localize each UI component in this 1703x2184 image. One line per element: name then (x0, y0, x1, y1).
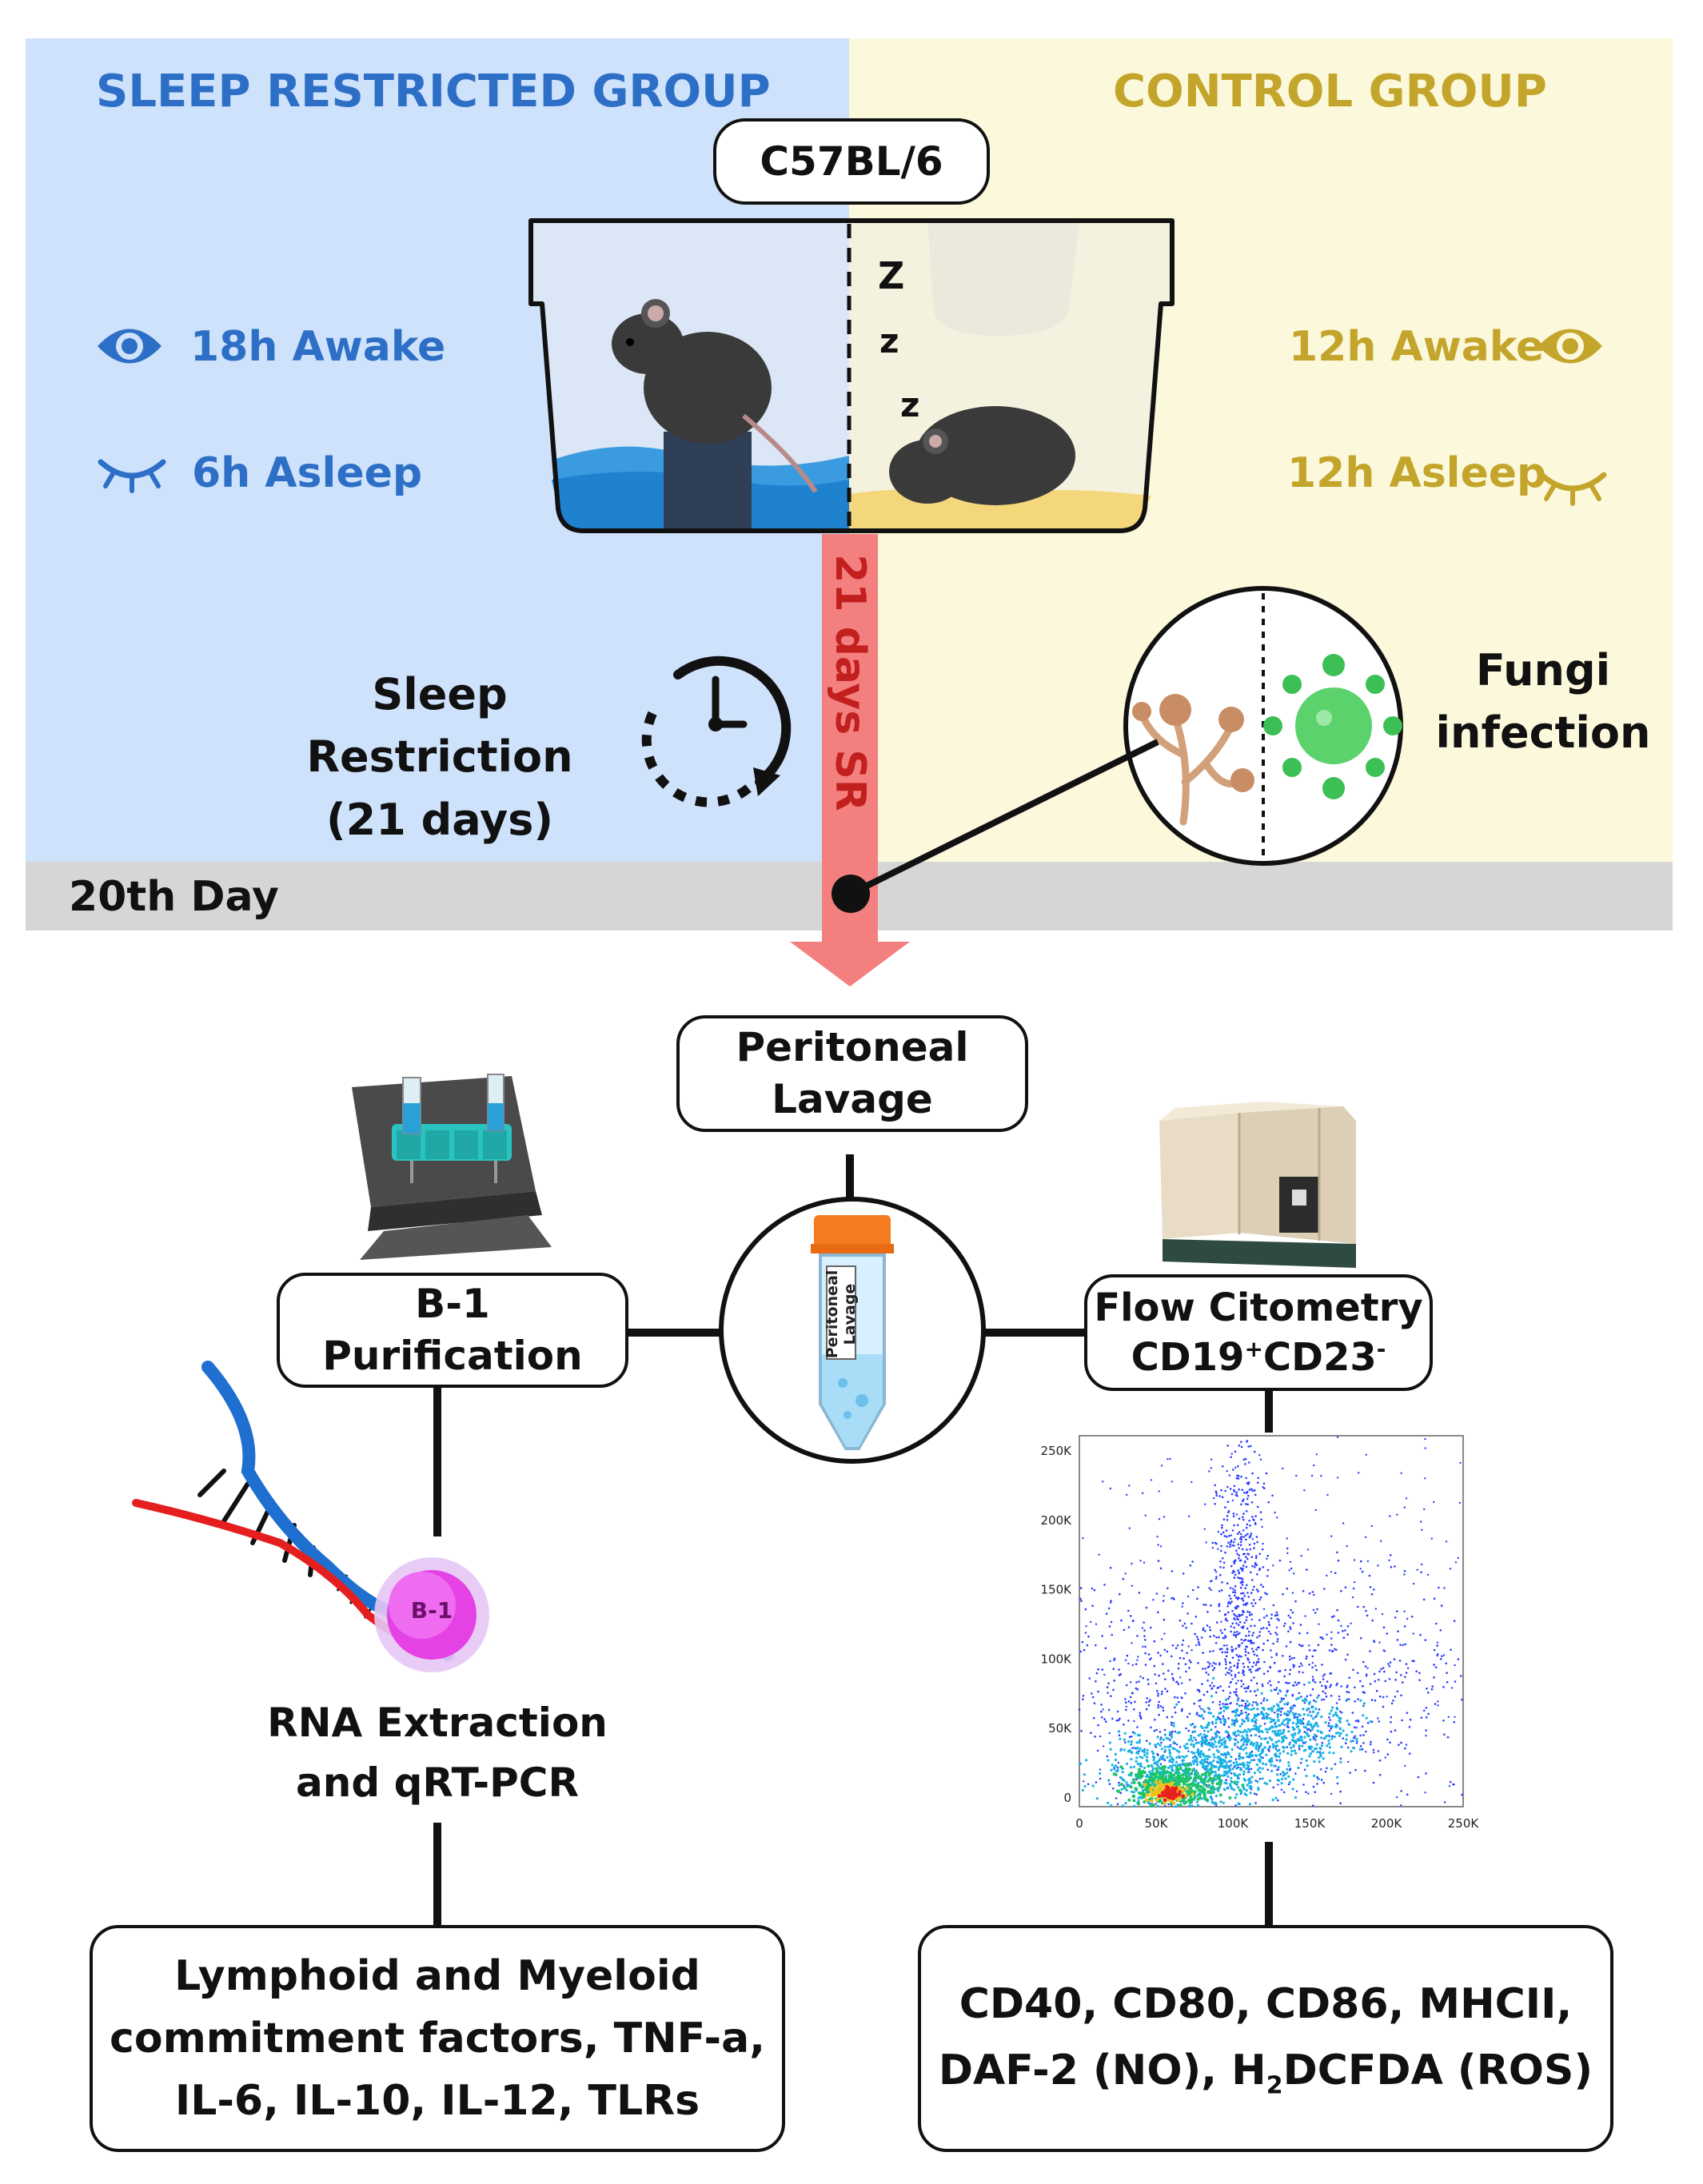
b1-box-line-1: B-1 (415, 1281, 490, 1327)
plot-y-tick: 150K (1041, 1583, 1073, 1597)
right-result-line-2a: DAF-2 (NO), H (938, 2047, 1266, 2095)
right-vertical-1 (1265, 1389, 1273, 1433)
flow-cytometer-icon (1159, 1102, 1356, 1268)
eye-closed-icon (98, 459, 166, 493)
arrow-down-icon (790, 942, 910, 986)
left-result-line-1: Lymphoid and Myeloid (174, 1952, 700, 2000)
right-vertical-2 (1265, 1842, 1273, 1928)
restriction-line-2: (21 days) (325, 794, 554, 845)
right-result-line-2b: DCFDA (ROS) (1282, 2047, 1593, 2095)
rna-line-2: and qRT-PCR (296, 1760, 579, 1806)
marker-cd23: CD23 (1262, 1335, 1377, 1380)
marker-cd23-sign: - (1376, 1336, 1386, 1362)
left-vertical-2 (433, 1823, 441, 1928)
eye-closed-icon (1538, 472, 1607, 506)
plot-x-tick: 50K (1145, 1816, 1169, 1831)
control-asleep-label: 12h Asleep (1287, 449, 1547, 497)
tube-label-line-2: Lavage (841, 1283, 859, 1345)
flow-cytometry-plot: 250K 200K 150K 100K 50K 00 50K 100K 150K 200K 250K (1041, 1435, 1479, 1831)
tube-label: Peritoneal Lavage (824, 1262, 859, 1366)
lavage-line-1: Peritoneal (736, 1024, 969, 1070)
mouse-cage-illustration (528, 218, 1175, 533)
left-vertical-1 (433, 1386, 441, 1536)
rna-extraction-label: RNA Extraction and qRT-PCR (245, 1693, 629, 1813)
plot-x-tick: 150K (1294, 1816, 1326, 1831)
sleep-z-1: Z (878, 254, 905, 297)
rna-line-1: RNA Extraction (267, 1700, 608, 1746)
flow-citometry-box: Flow Citometry CD19+CD23- (1084, 1274, 1433, 1391)
right-result-line-1: CD40, CD80, CD86, MHCII, (959, 1980, 1573, 2029)
plot-x-tick: 200K (1371, 1816, 1403, 1831)
right-result-subscript: 2 (1266, 2071, 1283, 2100)
tube-label-line-1: Peritoneal (824, 1269, 842, 1359)
right-connector (985, 1329, 1087, 1337)
fungi-infection-icon (1123, 586, 1403, 866)
day-label: 20th Day (69, 873, 279, 921)
right-result-line-2: DAF-2 (NO), H2DCFDA (ROS) (939, 2038, 1593, 2105)
purification-device-icon (352, 1074, 552, 1260)
clock-icon (641, 656, 792, 807)
left-results-box: Lymphoid and Myeloid commitment factors,… (90, 1925, 785, 2152)
infection-connector (832, 739, 1159, 913)
dna-cell-illustration (132, 1361, 489, 1672)
plot-x-tick: 250K (1448, 1816, 1480, 1831)
plot-area (1079, 1435, 1464, 1807)
flow-box-line-2: CD19+CD23- (1131, 1333, 1386, 1382)
left-connector (627, 1329, 720, 1337)
sleep-z-3: z (900, 385, 920, 424)
plot-y-tick: 50K (1048, 1721, 1072, 1736)
plot-y-tick: 250K (1041, 1444, 1073, 1458)
control-awake-label: 12h Awake (1289, 323, 1545, 371)
fungi-line-2: infection (1435, 707, 1651, 759)
restriction-label: Sleep Restriction (21 days) (240, 664, 640, 851)
restriction-line-1: Sleep Restriction (306, 669, 573, 783)
restricted-awake-label: 18h Awake (190, 323, 446, 371)
flow-box-line-1: Flow Citometry (1094, 1285, 1423, 1330)
left-result-line-2: commitment factors, TNF-a, (110, 2015, 765, 2062)
plot-x-tick: 0 (1075, 1816, 1083, 1831)
eye-open-icon (98, 329, 162, 364)
strain-label: C57BL/6 (713, 118, 990, 205)
marker-cd19-sign: + (1244, 1336, 1263, 1362)
fungi-line-1: Fungi (1475, 645, 1611, 695)
peritoneal-lavage-box: Peritoneal Lavage (676, 1015, 1028, 1132)
b1-purification-box: B-1 Purification (277, 1273, 628, 1388)
sleep-restricted-title: SLEEP RESTRICTED GROUP (96, 66, 771, 118)
left-result-line-3: IL-6, IL-10, IL-12, TLRs (174, 2077, 700, 2125)
lavage-connector (846, 1154, 854, 1202)
b1-cell-label: B-1 (410, 1597, 453, 1624)
fungi-label: Fungi infection (1431, 640, 1655, 765)
lavage-line-2: Lavage (772, 1076, 933, 1122)
plot-x-tick: 100K (1218, 1816, 1250, 1831)
plot-y-tick: 100K (1041, 1652, 1073, 1666)
plot-y-tick: 200K (1041, 1513, 1073, 1528)
lavage-tube-icon (719, 1197, 986, 1464)
eye-open-icon (1538, 329, 1602, 364)
marker-cd19: CD19 (1131, 1335, 1245, 1380)
restricted-asleep-label: 6h Asleep (192, 449, 423, 497)
right-results-box: CD40, CD80, CD86, MHCII, DAF-2 (NO), H2D… (918, 1925, 1613, 2152)
control-title: CONTROL GROUP (1113, 66, 1547, 118)
sleep-z-2: z (879, 321, 899, 361)
plot-y-tick: 0 (1063, 1791, 1071, 1805)
b1-box-line-2: Purification (322, 1333, 583, 1379)
